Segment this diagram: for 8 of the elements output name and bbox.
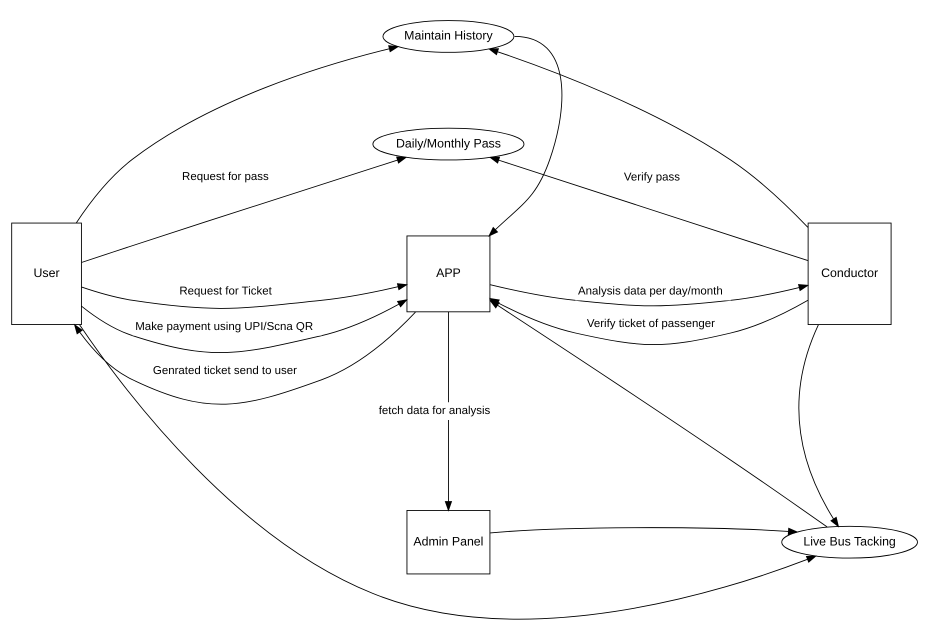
- edge-label: Request for pass: [182, 170, 269, 182]
- edge-label: fetch data for analysis: [378, 404, 490, 417]
- edge-label: Analysis data per day/month: [578, 285, 723, 298]
- edge-label: Genrated ticket send to user: [152, 364, 298, 376]
- edge-label: Request for Ticket: [179, 285, 272, 298]
- edge-label: Make payment using UPI/Scna QR: [135, 320, 314, 332]
- edge-label: Verify pass: [624, 171, 680, 184]
- edge-label: Verify ticket of passenger: [586, 318, 715, 330]
